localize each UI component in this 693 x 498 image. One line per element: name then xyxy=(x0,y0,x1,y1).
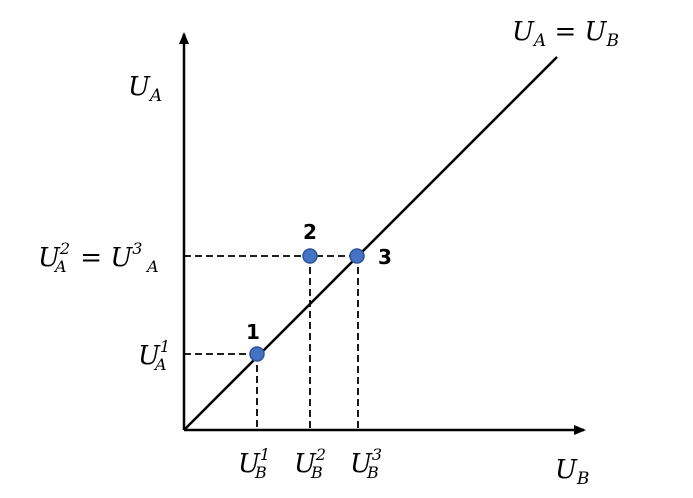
point-2 xyxy=(302,248,318,264)
point-2-label: 2 xyxy=(303,220,317,244)
equality-line-label: UA = UB xyxy=(512,17,619,51)
equality-line xyxy=(183,56,558,431)
x-axis-label: UB xyxy=(555,455,589,489)
point-3-label: 3 xyxy=(378,245,392,269)
point-1-label: 1 xyxy=(246,320,260,344)
guide-points-2-3 xyxy=(184,255,359,430)
y-axis-label: UA xyxy=(128,72,162,106)
point-1 xyxy=(249,346,265,362)
guide-point-1 xyxy=(184,353,258,430)
point-3 xyxy=(349,248,365,264)
